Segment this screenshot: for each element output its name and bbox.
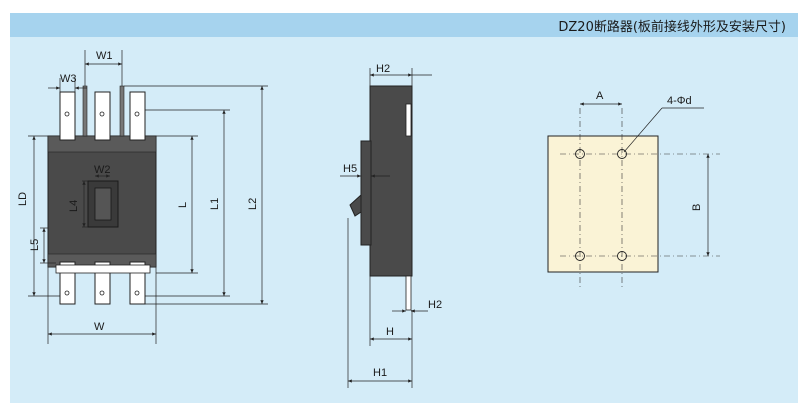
side-terminal-bottom: [405, 275, 412, 311]
mounting-hole-1: [575, 149, 585, 159]
dim-label-l5: L5: [29, 239, 41, 251]
dim-label-h1: H1: [373, 367, 387, 379]
mounting-hole-2: [617, 149, 627, 159]
bottom-screw-strip: [55, 264, 151, 274]
side-front-protrusion: [360, 140, 372, 246]
dim-label-h2-bottom: H2: [428, 299, 442, 311]
dim-label-b: B: [691, 204, 703, 211]
mounting-plate: [547, 135, 659, 273]
side-terminal-top: [405, 103, 412, 137]
top-connector-2: [119, 85, 125, 137]
dim-label-holes: 4-Φd: [667, 95, 692, 107]
side-view: H2 H5 H2 H H1: [340, 63, 442, 388]
dim-label-h5: H5: [343, 163, 357, 175]
handle: [94, 187, 112, 221]
dim-label-l1: L1: [209, 198, 221, 210]
mounting-view: A 4-Φd B: [547, 90, 720, 290]
diagram-title: DZ20断路器(板前接线外形及安装尺寸): [558, 20, 786, 35]
dim-label-h: H: [386, 326, 394, 338]
title-bar: DZ20断路器(板前接线外形及安装尺寸): [10, 13, 798, 37]
dim-label-w3: W3: [60, 73, 77, 85]
mounting-hole-3: [575, 251, 585, 261]
front-view: W1 W3 W2 W LD L4 L5 L L1 L2: [17, 50, 268, 344]
side-handle: [349, 193, 362, 217]
dim-label-h2-top: H2: [376, 63, 390, 75]
dim-label-l2: L2: [247, 198, 259, 210]
dim-label-w2: W2: [94, 164, 111, 176]
dim-label-a: A: [596, 90, 604, 102]
top-connector-1: [82, 85, 88, 137]
mounting-hole-4: [617, 251, 627, 261]
dim-label-l4: L4: [68, 200, 80, 212]
dim-label-w: W: [94, 321, 105, 333]
dim-label-w1: W1: [96, 50, 113, 62]
side-body: [369, 85, 413, 277]
dim-label-ld: LD: [17, 192, 29, 206]
dim-label-l: L: [177, 202, 189, 208]
